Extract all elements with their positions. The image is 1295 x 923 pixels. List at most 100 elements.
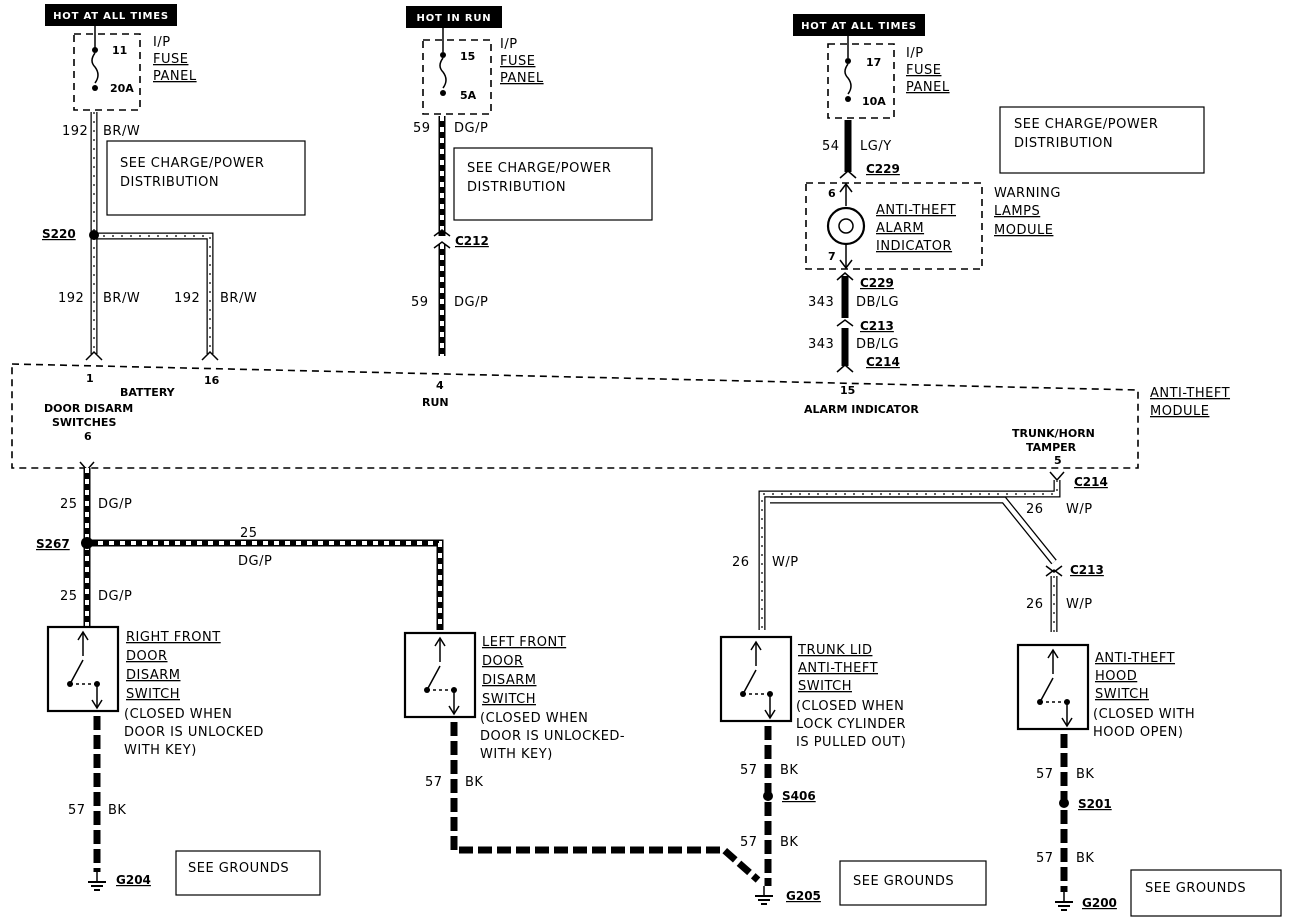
svg-text:10A: 10A bbox=[862, 95, 886, 108]
right-front-door-disarm-switch: RIGHT FRONT DOOR DISARM SWITCH (CLOSED W… bbox=[46, 625, 264, 758]
wire-25-number-a: 25 bbox=[60, 497, 78, 512]
wire-57-color-e: BK bbox=[1076, 767, 1094, 782]
wire-54-number: 54 bbox=[822, 139, 840, 154]
svg-text:5: 5 bbox=[1054, 454, 1062, 467]
note-charge-power-3: SEE CHARGE/POWER DISTRIBUTION bbox=[999, 106, 1205, 174]
svg-text:BATTERY: BATTERY bbox=[120, 386, 176, 399]
wire-57-number-d: 57 bbox=[740, 835, 758, 850]
wire-57-number-c: 57 bbox=[740, 763, 758, 778]
connector-c213-top: C213 bbox=[860, 319, 894, 333]
svg-text:(CLOSED WHEN: (CLOSED WHEN bbox=[480, 711, 588, 726]
wire-26-number-b: 26 bbox=[732, 555, 750, 570]
connector-c212: C212 bbox=[455, 234, 489, 248]
fuse-15: 15 5A I/P FUSE PANEL bbox=[422, 28, 543, 115]
svg-text:DOOR DISARM: DOOR DISARM bbox=[44, 402, 133, 415]
wire-54-lg-y bbox=[839, 120, 857, 179]
svg-text:ANTI-THEFT: ANTI-THEFT bbox=[876, 203, 956, 218]
note-grounds-2: SEE GROUNDS bbox=[839, 860, 987, 906]
wire-26-number-c: 26 bbox=[1026, 597, 1044, 612]
wire-343-color-b: DB/LG bbox=[856, 337, 899, 352]
anti-theft-module: 1 16 BATTERY DOOR DISARM SWITCHES 6 4 RU… bbox=[11, 363, 1230, 469]
svg-text:I/P: I/P bbox=[500, 37, 518, 52]
splice-s220-dot bbox=[89, 230, 99, 240]
wire-59-number-b: 59 bbox=[411, 295, 429, 310]
wire-57-color-d: BK bbox=[780, 835, 798, 850]
wire-57-number-b: 57 bbox=[425, 775, 443, 790]
svg-text:WITH KEY): WITH KEY) bbox=[480, 747, 553, 762]
svg-text:SWITCH: SWITCH bbox=[798, 679, 852, 694]
wire-57-color-b: BK bbox=[465, 775, 483, 790]
svg-text:DISTRIBUTION: DISTRIBUTION bbox=[120, 175, 219, 190]
power-tag-hot-at-all-times-2: HOT AT ALL TIMES bbox=[793, 14, 925, 36]
wire-57-color-f: BK bbox=[1076, 851, 1094, 866]
wire-192-number-b: 192 bbox=[58, 291, 84, 306]
svg-text:PANEL: PANEL bbox=[153, 69, 197, 84]
wire-25-color-c: DG/P bbox=[98, 589, 132, 604]
svg-text:ANTI-THEFT: ANTI-THEFT bbox=[1095, 651, 1175, 666]
svg-text:6: 6 bbox=[84, 430, 92, 443]
wire-57-color-c: BK bbox=[780, 763, 798, 778]
svg-text:TRUNK/HORN: TRUNK/HORN bbox=[1012, 427, 1095, 440]
svg-text:15: 15 bbox=[840, 384, 855, 397]
svg-text:DISTRIBUTION: DISTRIBUTION bbox=[467, 180, 566, 195]
svg-text:RUN: RUN bbox=[422, 396, 449, 409]
svg-text:11: 11 bbox=[112, 44, 127, 57]
svg-text:ALARM: ALARM bbox=[876, 221, 924, 236]
wire-26-color-a: W/P bbox=[1066, 502, 1093, 517]
wire-57-number-e: 57 bbox=[1036, 767, 1054, 782]
svg-text:TAMPER: TAMPER bbox=[1026, 441, 1077, 454]
svg-text:LOCK CYLINDER: LOCK CYLINDER bbox=[796, 717, 906, 732]
svg-text:ANTI-THEFT: ANTI-THEFT bbox=[798, 661, 878, 676]
svg-text:SEE GROUNDS: SEE GROUNDS bbox=[188, 861, 289, 876]
svg-text:SWITCH: SWITCH bbox=[126, 687, 180, 702]
svg-text:LAMPS: LAMPS bbox=[994, 204, 1040, 219]
wire-25-color-b: DG/P bbox=[238, 554, 272, 569]
svg-text:TRUNK LID: TRUNK LID bbox=[797, 643, 872, 658]
ground-g204: G204 bbox=[88, 872, 151, 891]
wire-57-number-a: 57 bbox=[68, 803, 86, 818]
svg-text:DISTRIBUTION: DISTRIBUTION bbox=[1014, 136, 1113, 151]
connector-c229-bottom: C229 bbox=[860, 276, 894, 290]
svg-text:LEFT FRONT: LEFT FRONT bbox=[482, 635, 566, 650]
note-charge-power-2: SEE CHARGE/POWER DISTRIBUTION bbox=[453, 147, 653, 221]
svg-text:PANEL: PANEL bbox=[906, 80, 950, 95]
connector-c214-bottom: C214 bbox=[1074, 475, 1108, 489]
fuse-17: 17 10A I/P FUSE PANEL bbox=[827, 36, 950, 119]
svg-text:SWITCH: SWITCH bbox=[1095, 687, 1149, 702]
svg-text:DISARM: DISARM bbox=[126, 668, 180, 683]
splice-s267-dot bbox=[81, 537, 93, 549]
splice-s201: S201 bbox=[1078, 797, 1112, 811]
connector-c229-top: C229 bbox=[866, 162, 900, 176]
warning-lamps-module: 6 7 ANTI-THEFT ALARM INDICATOR WARNING L… bbox=[805, 182, 1061, 270]
svg-text:SEE CHARGE/POWER: SEE CHARGE/POWER bbox=[1014, 117, 1158, 132]
svg-text:4: 4 bbox=[436, 379, 444, 392]
wire-57-bk bbox=[93, 716, 1069, 892]
wire-59-dg-p bbox=[433, 116, 451, 356]
svg-text:I/P: I/P bbox=[906, 46, 924, 61]
svg-text:DOOR: DOOR bbox=[482, 654, 524, 669]
wire-59-color-a: DG/P bbox=[454, 121, 488, 136]
wire-192-color-a: BR/W bbox=[103, 124, 140, 139]
wire-343-number-b: 343 bbox=[808, 337, 834, 352]
svg-text:DOOR IS UNLOCKED: DOOR IS UNLOCKED bbox=[124, 725, 264, 740]
wire-59-number-a: 59 bbox=[413, 121, 431, 136]
wire-343-color-a: DB/LG bbox=[856, 295, 899, 310]
svg-text:WARNING: WARNING bbox=[994, 186, 1061, 201]
connector-c213-bottom: C213 bbox=[1070, 563, 1104, 577]
wire-192-color-b: BR/W bbox=[103, 291, 140, 306]
fuse-11: 11 20A I/P FUSE PANEL bbox=[73, 26, 197, 111]
trunk-lid-anti-theft-switch: TRUNK LID ANTI-THEFT SWITCH (CLOSED WHEN… bbox=[719, 635, 906, 750]
note-grounds-1: SEE GROUNDS bbox=[175, 850, 321, 896]
wire-26-color-b: W/P bbox=[772, 555, 799, 570]
svg-text:SEE CHARGE/POWER: SEE CHARGE/POWER bbox=[120, 156, 264, 171]
wire-343-db-lg bbox=[836, 272, 854, 373]
note-grounds-3: SEE GROUNDS bbox=[1130, 869, 1282, 917]
wire-25-dg-p bbox=[79, 461, 444, 630]
wire-192-color-c: BR/W bbox=[220, 291, 257, 306]
wire-192-number-a: 192 bbox=[62, 124, 88, 139]
wire-192-number-c: 192 bbox=[174, 291, 200, 306]
wire-25-number-b: 25 bbox=[240, 526, 258, 541]
splice-s267: S267 bbox=[36, 537, 70, 551]
svg-text:DOOR: DOOR bbox=[126, 649, 168, 664]
wire-25-color-a: DG/P bbox=[98, 497, 132, 512]
